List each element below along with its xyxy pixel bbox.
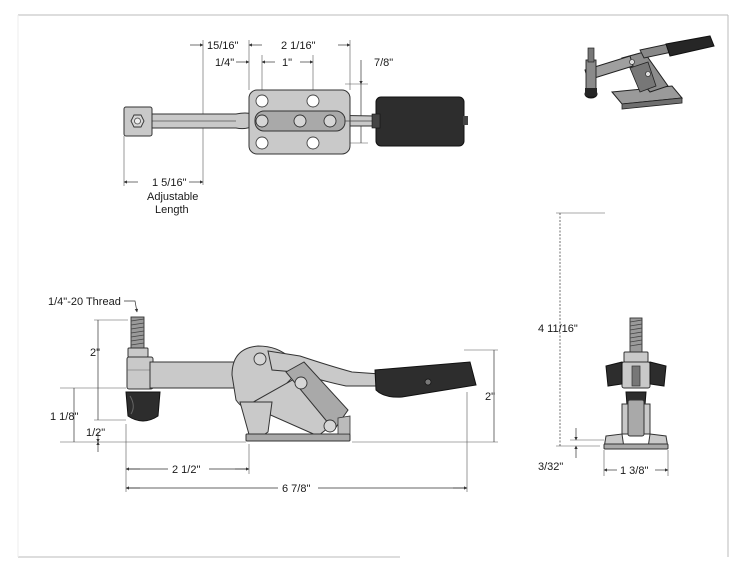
adjustable-label: Adjustable [147, 191, 198, 203]
dim-2-1-16-label: 2 1/16" [281, 40, 316, 52]
thread-label: 1/4"-20 Thread [48, 296, 121, 308]
dim-adjustable-length: 1 5/16" Adjustable Length [123, 136, 204, 216]
dim-7-8-label: 7/8" [374, 57, 393, 69]
length-label: Length [155, 204, 189, 216]
dim-7-8: 7/8" [345, 57, 393, 144]
end-view: 4 11/16" 3/32" [538, 212, 669, 477]
dim-side-right: 2" [352, 349, 498, 443]
spindle-block [126, 356, 154, 390]
dim-4-11-16-label: 4 11/16" [538, 323, 578, 335]
handle-grip [374, 361, 477, 398]
dim-1-5-16-label: 1 5/16" [152, 177, 187, 189]
threaded-stud [127, 316, 149, 358]
dim-1-1-8-label: 1 1/8" [50, 411, 78, 423]
dim-1-label: 1" [282, 57, 292, 69]
dim-top-row: 15/16" 2 1/16" [190, 40, 351, 185]
dim-2-left-label: 2" [90, 347, 100, 359]
dim-3-32-label: 3/32" [538, 461, 563, 473]
dim-2-right-label: 2" [485, 391, 495, 403]
isometric-view [584, 35, 715, 110]
dim-2-1-2-label: 2 1/2" [172, 464, 200, 476]
dim-side-bottom: 2 1/2" 6 7/8" [125, 392, 468, 495]
sheet-border [17, 14, 729, 558]
top-clamp-body [123, 89, 468, 155]
dim-1-3-8-label: 1 3/8" [620, 465, 648, 477]
dim-1-3-8: 1 3/8" [603, 450, 669, 477]
dim-1-4-label: 1/4" [215, 57, 234, 69]
base-plate [245, 433, 351, 442]
rubber-spindle-tip [125, 391, 161, 422]
dim-1-2-label: 1/2" [86, 427, 105, 439]
dim-3-32: 3/32" [538, 428, 604, 473]
top-view: 15/16" 2 1/16" 1/4" 1" 7/8" [123, 40, 468, 216]
dim-4-11-16: 4 11/16" [538, 212, 605, 447]
dim-second-row: 1/4" 1" [215, 55, 314, 100]
dim-15-16-label: 15/16" [207, 40, 239, 52]
dim-6-7-8-label: 6 7/8" [282, 483, 310, 495]
side-view: 1/4"-20 Thread [48, 296, 498, 495]
dim-side-left: 2" 1 1/8" 1/2" [50, 319, 246, 452]
